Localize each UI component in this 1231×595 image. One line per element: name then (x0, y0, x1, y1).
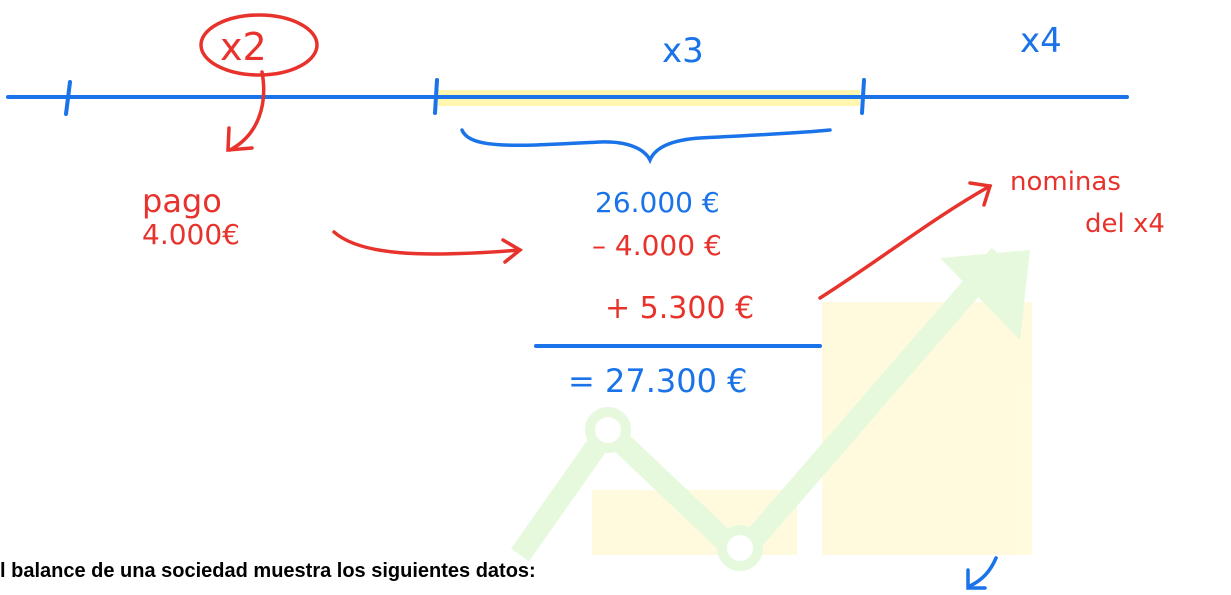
payment-title: pago (142, 182, 222, 220)
x2-circle (199, 13, 319, 77)
payment-arrow (226, 70, 266, 152)
payment-amount: 4.000€ (142, 218, 240, 251)
timeline (6, 78, 1129, 116)
calc-result: = 27.300 € (568, 362, 747, 400)
transfer-arrow (332, 230, 524, 264)
label-x2: x2 (220, 25, 267, 69)
calc-line-3: + 5.300 € (605, 291, 754, 326)
calc-line-2: – 4.000 € (592, 229, 722, 262)
nominal-arrow (818, 181, 993, 300)
nominal-line-1: nominas (1010, 167, 1121, 197)
growth-chart-watermark (511, 247, 1032, 571)
nominal-line-2: del x4 (1085, 209, 1165, 239)
calc-line-1: 26.000 € (595, 186, 720, 219)
document-text: l balance de una sociedad muestra los si… (0, 560, 536, 582)
down-arrow-icon (966, 556, 998, 590)
label-x3: x3 (662, 31, 704, 71)
x3-brace (460, 128, 832, 165)
label-x4: x4 (1020, 21, 1062, 61)
